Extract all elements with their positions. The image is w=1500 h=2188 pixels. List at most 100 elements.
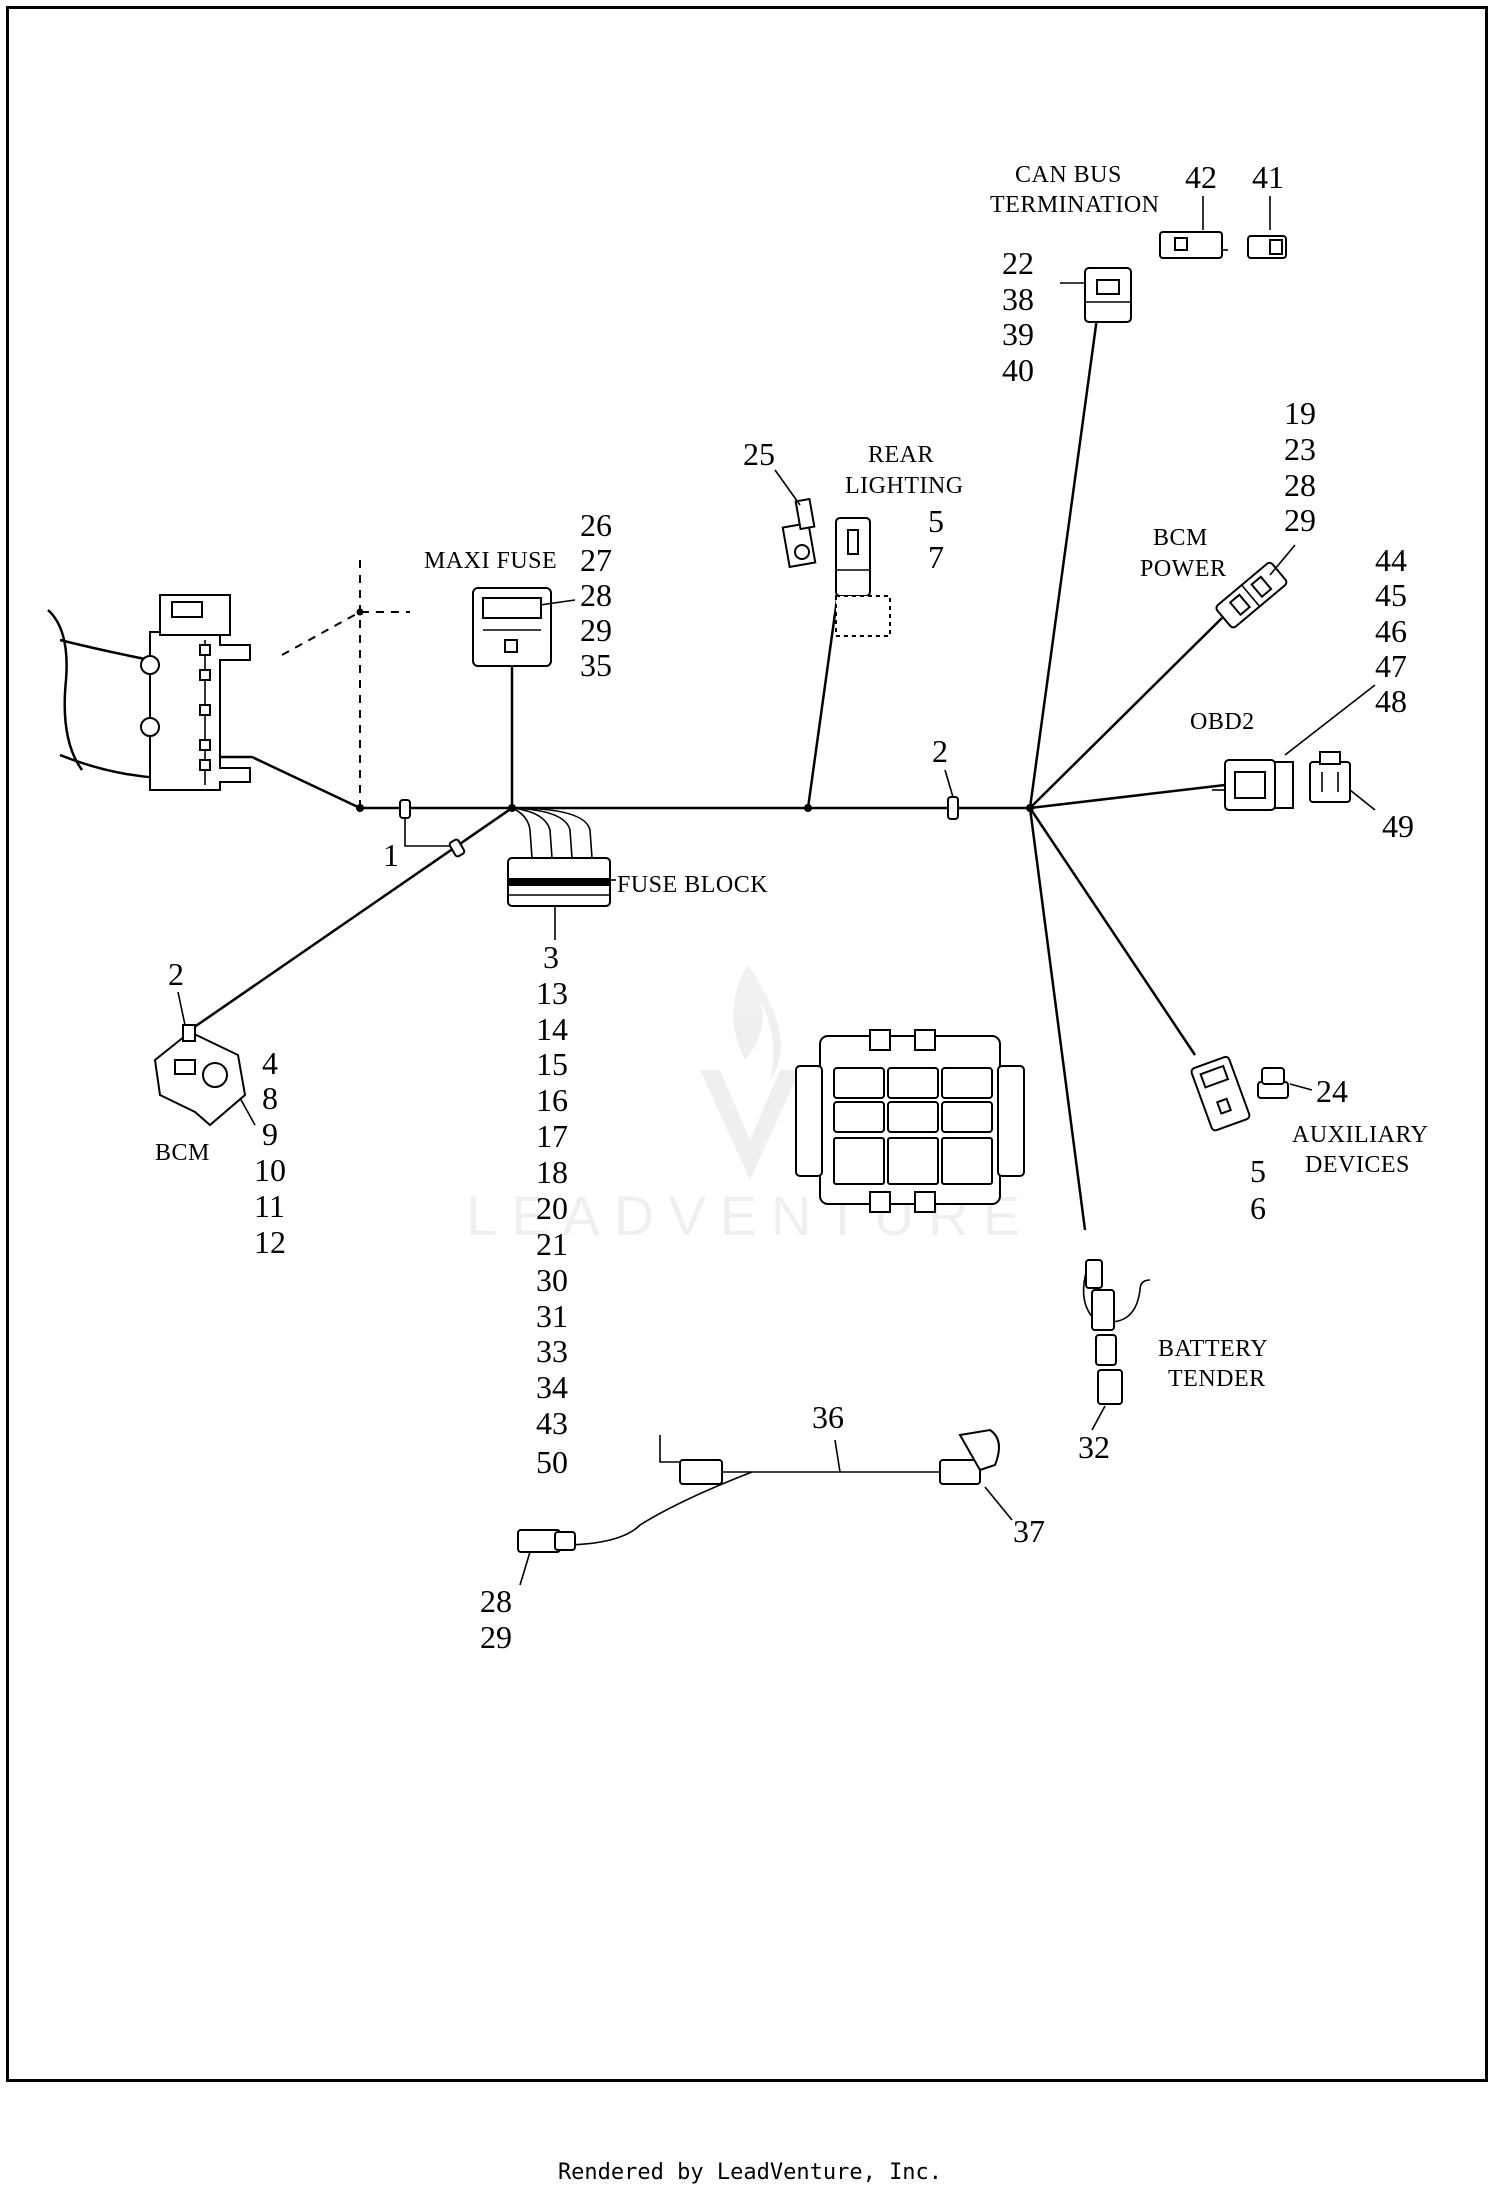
svg-text:27: 27 xyxy=(580,542,612,578)
maxi-fuse-connector xyxy=(472,587,576,667)
svg-text:39: 39 xyxy=(1002,316,1034,352)
footer-credit: Rendered by LeadVenture, Inc. xyxy=(557,2160,943,2185)
can-bus-connector xyxy=(1060,267,1132,323)
label-bcm: BCM xyxy=(155,1140,210,1166)
frame-bracket xyxy=(47,560,410,808)
rear-lighting-connector xyxy=(835,517,891,637)
svg-text:28: 28 xyxy=(580,577,612,613)
callout-maxi-fuse: 26 27 28 29 35 xyxy=(580,507,612,683)
can-bus-terminator xyxy=(1159,196,1287,259)
svg-text:31: 31 xyxy=(536,1298,568,1334)
svg-text:29: 29 xyxy=(1284,502,1316,538)
svg-text:14: 14 xyxy=(536,1011,568,1047)
svg-text:46: 46 xyxy=(1375,613,1407,649)
svg-text:29: 29 xyxy=(580,612,612,648)
svg-text:20: 20 xyxy=(536,1190,568,1226)
svg-text:35: 35 xyxy=(580,647,612,683)
callout-obd2: 44 45 46 47 48 xyxy=(1375,542,1407,719)
label-fuse-block: FUSE BLOCK xyxy=(617,872,768,898)
callout-can-bus-42: 42 xyxy=(1185,159,1217,195)
label-can-bus-1: CAN BUS xyxy=(1015,162,1122,188)
obd2-cap xyxy=(1309,751,1376,811)
svg-text:3: 3 xyxy=(543,939,559,975)
harness-clip-2 xyxy=(944,769,959,820)
svg-text:44: 44 xyxy=(1375,542,1407,578)
label-battery-tender-2: TENDER xyxy=(1168,1366,1266,1392)
svg-text:33: 33 xyxy=(536,1333,568,1369)
obd2-connector xyxy=(1212,684,1376,811)
svg-text:16: 16 xyxy=(536,1082,568,1118)
svg-text:12: 12 xyxy=(254,1224,286,1260)
svg-text:48: 48 xyxy=(1375,683,1407,719)
svg-text:6: 6 xyxy=(1250,1190,1266,1226)
callout-bcm-power: 19 23 28 29 xyxy=(1284,395,1316,538)
label-battery-tender-1: BATTERY xyxy=(1158,1336,1268,1362)
svg-text:18: 18 xyxy=(536,1154,568,1190)
svg-text:22: 22 xyxy=(1002,245,1034,281)
callout-clip-left: 1 xyxy=(383,837,399,873)
callout-harness-37: 37 xyxy=(1013,1513,1045,1549)
label-auxiliary-2: DEVICES xyxy=(1305,1152,1410,1178)
callout-lower-connector: 28 29 xyxy=(480,1583,512,1655)
main-harness xyxy=(189,317,1226,1231)
svg-text:38: 38 xyxy=(1002,281,1034,317)
diagram-frame xyxy=(6,6,1488,2082)
label-auxiliary-1: AUXILIARY xyxy=(1292,1122,1429,1148)
callout-obd2-cap: 49 xyxy=(1382,808,1414,844)
label-rear-lighting-1: REAR xyxy=(868,442,934,468)
svg-text:28: 28 xyxy=(480,1583,512,1619)
svg-text:7: 7 xyxy=(928,539,944,575)
callout-aux-cap: 24 xyxy=(1316,1073,1348,1109)
callout-bcm: 4 8 9 10 11 12 xyxy=(254,1045,286,1260)
battery-tender-lead xyxy=(1082,1259,1151,1431)
svg-text:28: 28 xyxy=(1284,467,1316,503)
label-bcm-power-2: POWER xyxy=(1140,556,1227,582)
svg-text:34: 34 xyxy=(536,1369,568,1405)
harness-36 xyxy=(517,1428,1013,1586)
callout-bcm-clip: 2 xyxy=(168,956,184,992)
svg-text:8: 8 xyxy=(262,1080,278,1116)
callout-can-bus-connector: 22 38 39 40 xyxy=(1002,245,1034,388)
callout-battery-tender: 32 xyxy=(1078,1429,1110,1465)
svg-text:17: 17 xyxy=(536,1118,568,1154)
bcm-clip-leader xyxy=(177,991,186,1026)
auxiliary-connector xyxy=(1190,1055,1251,1132)
svg-text:11: 11 xyxy=(254,1188,285,1224)
svg-text:5: 5 xyxy=(928,503,944,539)
label-maxi-fuse: MAXI FUSE xyxy=(424,548,557,574)
auxiliary-cap xyxy=(1257,1067,1313,1099)
fuse-block-detail xyxy=(795,1029,1025,1213)
callout-fuse-block: 3 13 14 15 16 17 18 20 21 30 31 33 34 43… xyxy=(536,939,568,1480)
svg-text:19: 19 xyxy=(1284,395,1316,431)
svg-text:29: 29 xyxy=(480,1619,512,1655)
svg-text:5: 5 xyxy=(1250,1153,1266,1189)
callout-can-bus-41: 41 xyxy=(1252,159,1284,195)
callout-auxiliary: 5 6 xyxy=(1250,1153,1266,1226)
callout-rear-lighting: 5 7 xyxy=(928,503,944,575)
label-rear-lighting-2: LIGHTING xyxy=(845,473,964,499)
svg-text:13: 13 xyxy=(536,975,568,1011)
svg-text:15: 15 xyxy=(536,1046,568,1082)
bcm-module xyxy=(153,1024,256,1127)
svg-text:45: 45 xyxy=(1375,577,1407,613)
svg-text:40: 40 xyxy=(1002,352,1034,388)
harness-clip-1 xyxy=(399,799,466,858)
svg-text:43: 43 xyxy=(536,1405,568,1441)
bcm-power-connector xyxy=(1215,544,1296,629)
callout-rear-lighting-clip: 25 xyxy=(743,436,775,472)
svg-text:21: 21 xyxy=(536,1226,568,1262)
label-can-bus-2: TERMINATION xyxy=(990,192,1159,218)
svg-text:9: 9 xyxy=(262,1116,278,1152)
svg-text:4: 4 xyxy=(262,1045,278,1081)
svg-text:50: 50 xyxy=(536,1444,568,1480)
svg-text:23: 23 xyxy=(1284,431,1316,467)
fuse-block xyxy=(507,857,616,940)
svg-text:30: 30 xyxy=(536,1262,568,1298)
rear-lighting-clip xyxy=(774,469,817,569)
label-bcm-power-1: BCM xyxy=(1153,525,1208,551)
svg-text:26: 26 xyxy=(580,507,612,543)
callout-clip-center: 2 xyxy=(932,733,948,769)
label-obd2: OBD2 xyxy=(1190,709,1255,735)
svg-text:47: 47 xyxy=(1375,648,1407,684)
